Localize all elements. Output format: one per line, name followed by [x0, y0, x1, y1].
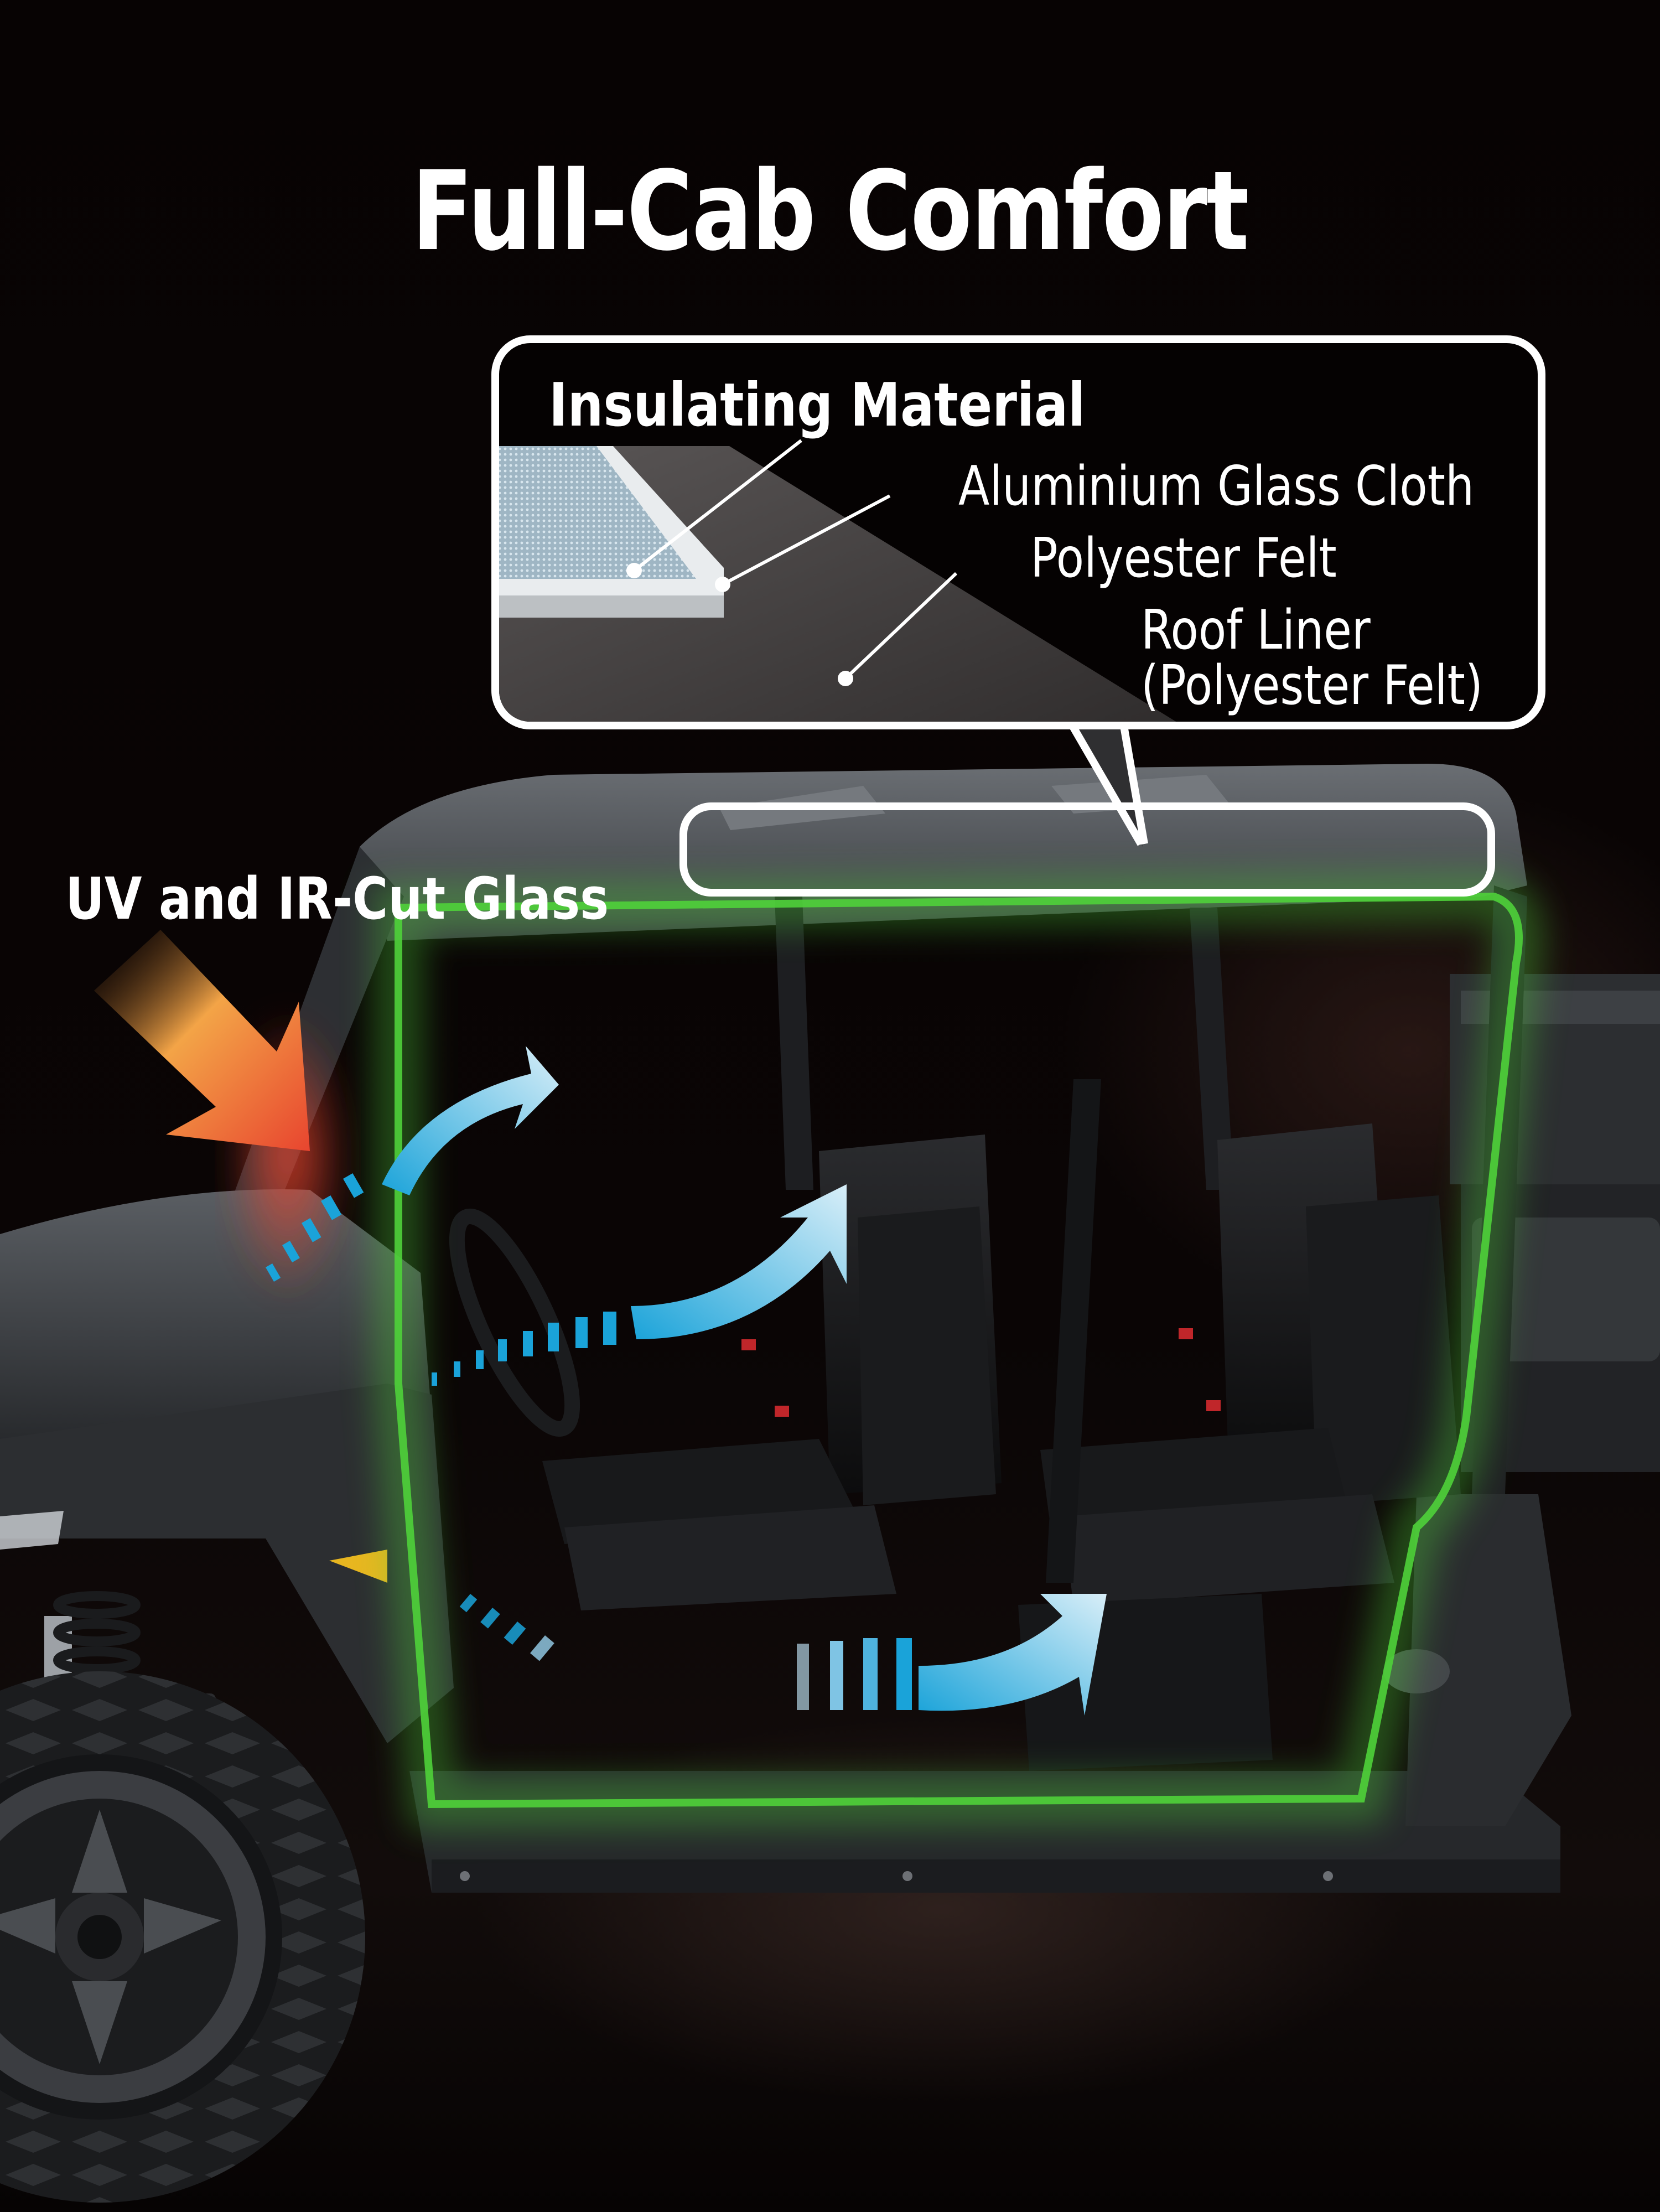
front-wheel — [0, 1671, 365, 2203]
callout-title: Insulating Material — [549, 371, 1086, 440]
airflow-arrow-bottom — [459, 1594, 1107, 1716]
label-roof-liner-material: (Polyester Felt) — [1141, 654, 1483, 717]
airflow-arrow-top — [266, 1046, 559, 1282]
cab-glow-outline — [374, 871, 1544, 1830]
label-polyester-felt: Polyester Felt — [1030, 527, 1337, 590]
airflow-arrows — [266, 1046, 1107, 1716]
label-aluminium-glass-cloth: Aluminium Glass Cloth — [958, 455, 1475, 518]
callout-pointer — [1067, 721, 1148, 847]
steering-wheel — [449, 1208, 580, 1437]
page-title: Full-Cab Comfort — [411, 147, 1249, 275]
roof-highlight-box — [679, 802, 1495, 897]
insulating-material-callout: Insulating Material Aluminium Glass Clot… — [491, 335, 1545, 729]
uv-ir-cut-glass-label: UV and IR-Cut Glass — [65, 865, 609, 933]
airflow-arrow-middle — [432, 1184, 847, 1386]
aluminium-glass-cloth-layer — [499, 446, 696, 579]
reflector — [329, 1550, 387, 1583]
material-layers-illustration — [499, 439, 1176, 722]
label-roof-liner: Roof Liner — [1141, 599, 1371, 662]
heat-arrow-icon — [94, 930, 349, 1301]
